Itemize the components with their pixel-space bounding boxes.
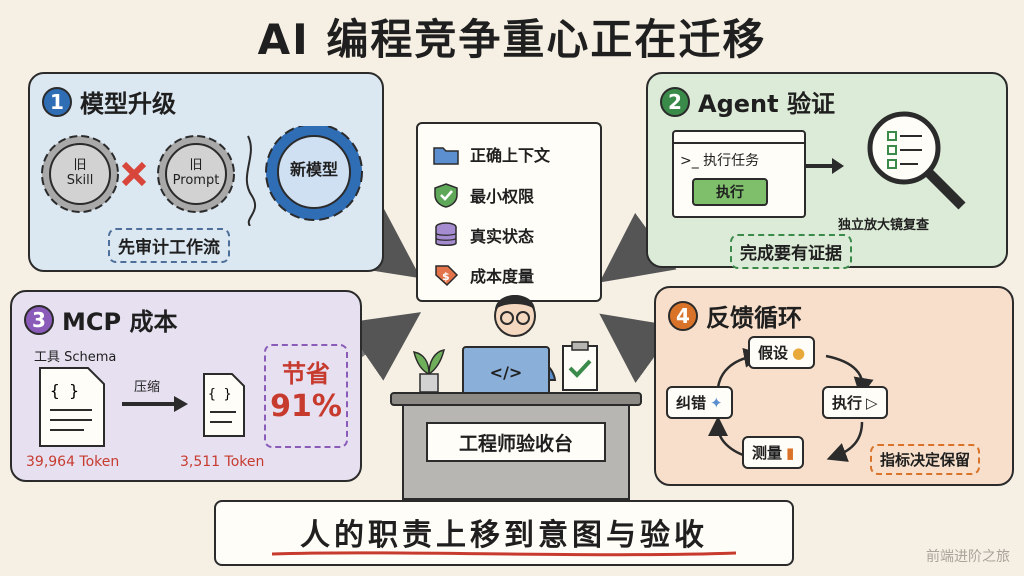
loop-node-hypothesis: 假设●	[748, 336, 816, 369]
document-icon: { }	[203, 373, 245, 437]
gear-icon	[265, 126, 363, 221]
wrench-icon: ✦	[710, 393, 723, 412]
loop-node-measure: 测量▮	[742, 436, 805, 469]
terminal-window: >_ 执行任务 执行	[672, 130, 806, 218]
savings-box: 节省 91%	[264, 344, 348, 448]
magnifier-icon	[867, 111, 966, 210]
price-tag-icon: $	[435, 265, 459, 287]
loop-node-execute: 执行▷	[822, 386, 888, 419]
watermark: 前端进阶之旅	[926, 549, 1010, 565]
before-token-count: 39,964 Token	[26, 454, 120, 470]
magnifier-label: 独立放大镜复查	[838, 218, 930, 233]
arrow-right-icon	[804, 158, 844, 174]
panel-agent-verify: 2 Agent 验证 >_ 执行任务 执行 独立放大镜复查 完成要有证据	[646, 72, 1008, 269]
svg-text:$: $	[442, 270, 450, 283]
panel-title: 3 MCP 成本	[24, 302, 177, 337]
new-model-label: 新模型	[289, 160, 338, 179]
step-number-badge: 4	[668, 300, 698, 331]
svg-text:{ }: { }	[208, 387, 231, 402]
checklist-item: 最小权限	[432, 182, 534, 208]
evidence-note: 完成要有证据	[730, 234, 852, 269]
gears-illustration	[41, 126, 363, 226]
svg-text:{ }: { }	[50, 381, 79, 400]
database-icon	[435, 222, 457, 246]
panel-title: 4 反馈循环	[668, 298, 802, 333]
bottom-banner-text: 人的职责上移到意图与验收	[300, 518, 708, 553]
panel-feedback-loop: 4 反馈循环 假设● 执行▷ 测量▮ 纠错✦ 指标决定保留	[654, 286, 1014, 486]
arrow-right-icon	[122, 396, 188, 412]
checklist-item: 真实状态	[432, 222, 534, 248]
panel-title: 1 模型升级	[42, 84, 176, 119]
checklist-board: 正确上下文 最小权限 真实状态 $ 成本度量	[416, 122, 602, 302]
step-number-badge: 2	[660, 86, 690, 117]
page-title: AI 编程竞争重心正在迁移	[257, 15, 767, 64]
desk-sign: 工程师验收台	[426, 422, 606, 462]
shield-icon	[434, 183, 458, 208]
gear-icon	[157, 135, 235, 213]
play-icon: ▷	[866, 393, 878, 412]
metric-note: 指标决定保留	[870, 444, 981, 475]
folder-icon	[433, 147, 459, 165]
panel-title-text: 模型升级	[80, 90, 176, 118]
savings-label: 节省	[282, 360, 330, 388]
panel-title: 2 Agent 验证	[660, 84, 835, 119]
clipboard-icon	[562, 341, 598, 391]
underline-stroke	[271, 551, 737, 557]
step-number-badge: 1	[42, 86, 72, 117]
panel-title-text: MCP 成本	[62, 308, 178, 336]
step-number-badge: 3	[24, 304, 54, 335]
execute-button[interactable]: 执行	[692, 178, 768, 206]
laptop-icon: </>	[462, 346, 550, 398]
bar-chart-icon: ▮	[786, 443, 795, 462]
panel-mcp-cost: 3 MCP 成本 工具 Schema { } 压缩 { } 39,964 Tok…	[10, 290, 362, 482]
plant-icon	[412, 349, 446, 393]
terminal-text: >_ 执行任务	[680, 153, 760, 169]
broken-link-icon	[121, 161, 147, 187]
audit-note: 先审计工作流	[108, 228, 230, 263]
document-icon: { }	[39, 367, 105, 447]
checklist-item: 正确上下文	[432, 142, 550, 166]
after-token-count: 3,511 Token	[180, 454, 265, 470]
loop-node-fix: 纠错✦	[666, 386, 733, 419]
panel-title-text: 反馈循环	[706, 304, 802, 332]
tool-schema-label: 工具 Schema	[34, 350, 117, 365]
lightbulb-icon: ●	[792, 343, 806, 362]
gear-icon	[41, 135, 119, 213]
checklist-item: $ 成本度量	[432, 262, 534, 288]
compress-label: 压缩	[134, 380, 161, 395]
panel-title-text: Agent 验证	[698, 90, 835, 118]
savings-value: 91%	[270, 389, 342, 424]
